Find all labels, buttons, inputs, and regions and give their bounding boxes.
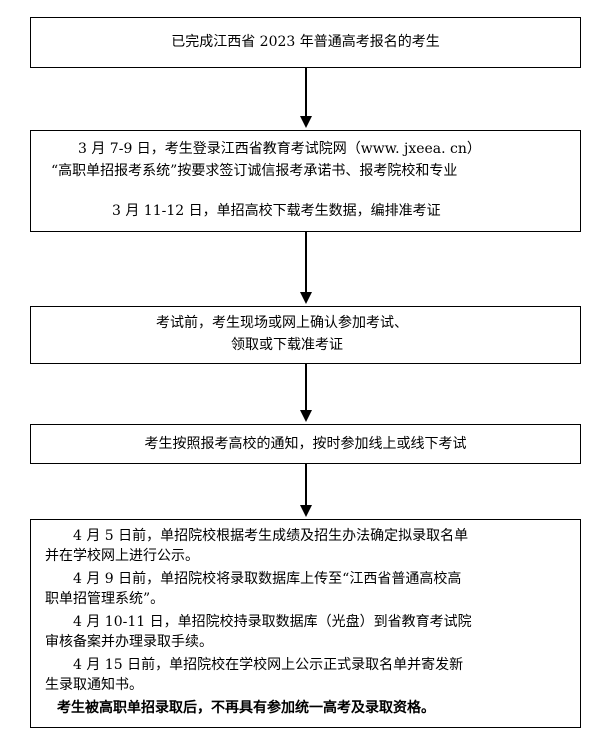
flow-box-online-registration: 3 月 7-9 日，考生登录江西省教育考试院网（www. jxeea. cn） … xyxy=(30,130,581,232)
registration-requirements-text: “高职单招报考系统”按要求签订诚信报考承诺书、报考院校和专业 xyxy=(51,163,458,179)
flow-box-registered-students: 已完成江西省 2023 年普通高考报名的考生 xyxy=(30,17,581,68)
arrow-down-icon xyxy=(300,68,312,128)
admission-step-line: 4 月 9 日前，单招院校将录取数据库上传至“江西省普通高校高 xyxy=(73,571,462,587)
admission-bold-note: 考生被高职单招录取后，不再具有参加统一高考及录取资格。 xyxy=(57,700,435,716)
registered-students-text: 已完成江西省 2023 年普通高考报名的考生 xyxy=(171,34,440,50)
admission-step-line: 并在学校网上进行公示。 xyxy=(45,548,199,564)
admission-step-line: 4 月 10-11 日，单招院校持录取数据库（光盘）到省教育考试院 xyxy=(73,614,472,630)
flow-box-take-exam: 考生按照报考高校的通知，按时参加线上或线下考试 xyxy=(30,424,581,464)
arrow-down-icon xyxy=(300,464,312,517)
arrow-down-icon xyxy=(300,364,312,422)
flow-box-confirm-participation: 考试前，考生现场或网上确认参加考试、 领取或下载准考证 xyxy=(30,306,581,364)
arrow-down-icon xyxy=(300,232,312,304)
admission-step-line: 生录取通知书。 xyxy=(45,677,143,693)
flow-box-admission-process: 4 月 5 日前，单招院校根据考生成绩及招生办法确定拟录取名单 并在学校网上进行… xyxy=(30,519,581,728)
admission-step-line: 4 月 15 日前，单招院校在学校网上公示正式录取名单并寄发新 xyxy=(73,657,464,673)
confirm-participation-text: 考试前，考生现场或网上确认参加考试、 xyxy=(156,315,408,331)
download-ticket-text: 领取或下载准考证 xyxy=(231,337,343,353)
take-exam-text: 考生按照报考高校的通知，按时参加线上或线下考试 xyxy=(144,436,467,452)
admission-step-line: 审核备案并办理录取手续。 xyxy=(45,634,213,650)
admission-ticket-arrangement-text: 3 月 11-12 日，单招高校下载考生数据，编排准考证 xyxy=(112,203,441,219)
admission-step-line: 4 月 5 日前，单招院校根据考生成绩及招生办法确定拟录取名单 xyxy=(73,528,469,544)
admission-step-line: 职单招管理系统”。 xyxy=(45,591,165,607)
registration-dates-text: 3 月 7-9 日，考生登录江西省教育考试院网（www. jxeea. cn） xyxy=(78,141,481,157)
